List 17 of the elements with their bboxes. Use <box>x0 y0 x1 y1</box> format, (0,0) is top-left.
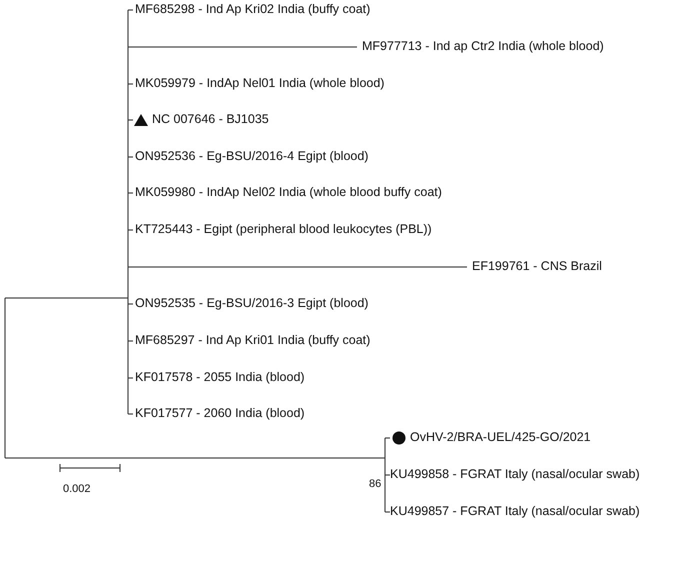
taxon-label: OvHV-2/BRA-UEL/425-GO/2021 <box>410 430 591 445</box>
taxon-label: MF685298 - Ind Ap Kri02 India (buffy coat) <box>135 2 370 17</box>
taxon-label: EF199761 - CNS Brazil <box>472 259 602 274</box>
taxon-label: MF685297 - Ind Ap Kri01 India (buffy coat) <box>135 333 370 348</box>
taxon-label: KU499857 - FGRAT Italy (nasal/ocular swab) <box>390 504 640 519</box>
taxon-label: MF977713 - Ind ap Ctr2 India (whole blood) <box>362 39 604 54</box>
taxon-label: KU499858 - FGRAT Italy (nasal/ocular swab) <box>390 467 640 482</box>
taxon-label: KF017578 - 2055 India (blood) <box>135 370 305 385</box>
taxon-label: KF017577 - 2060 India (blood) <box>135 406 305 421</box>
taxon-label: MK059979 - IndAp Nel01 India (whole blood) <box>135 76 384 91</box>
taxon-label: KT725443 - Egipt (peripheral blood leukocytes (PBL)) <box>135 222 432 237</box>
taxon-label: ON952536 - Eg-BSU/2016-4 Egipt (blood) <box>135 149 368 164</box>
taxon-label: NC 007646 - BJ1035 <box>152 112 269 127</box>
taxon-label: ON952535 - Eg-BSU/2016-3 Egipt (blood) <box>135 296 368 311</box>
bootstrap-value: 86 <box>369 477 382 492</box>
taxon-label: MK059980 - IndAp Nel02 India (whole blood buffy coat) <box>135 185 442 200</box>
scale-bar-label: 0.002 <box>63 482 91 497</box>
